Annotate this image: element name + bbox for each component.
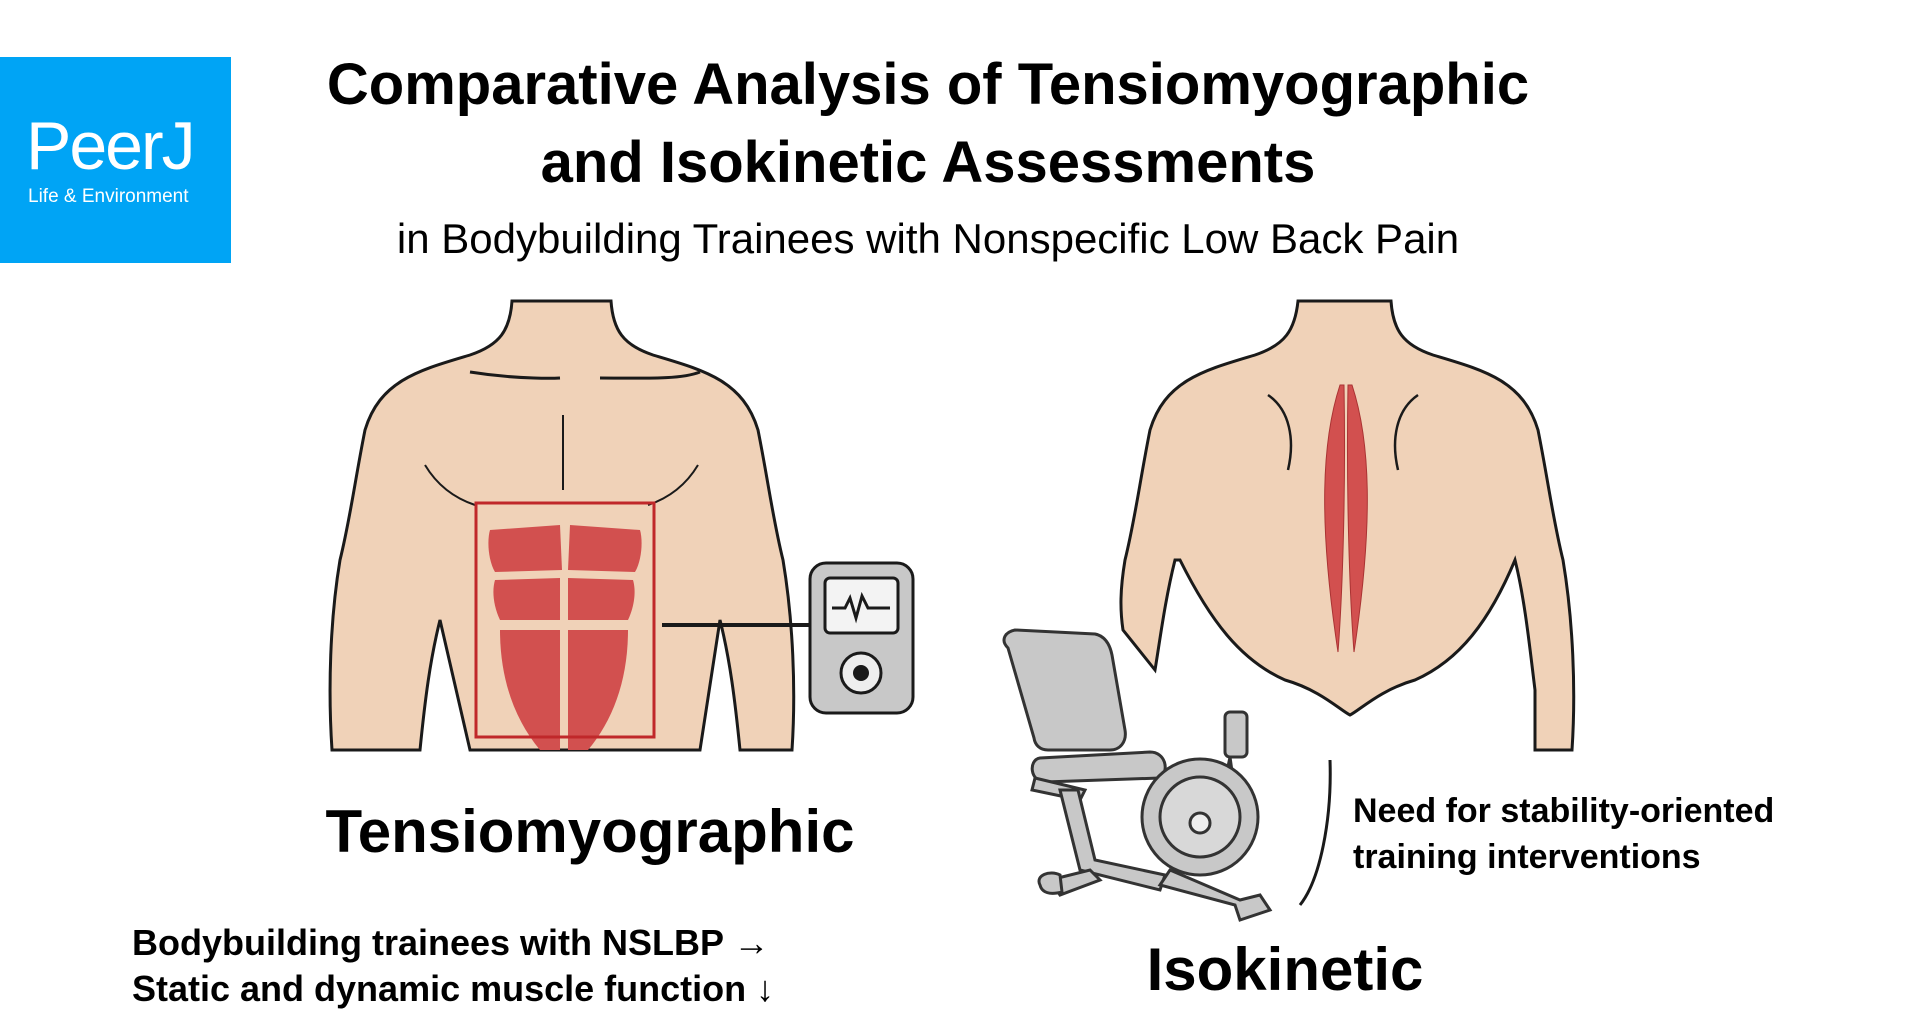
abdominal-muscles-icon	[488, 525, 642, 750]
note-line: Static and dynamic muscle function ↓	[132, 968, 775, 1009]
isokinetic-machine-icon	[1002, 628, 1332, 922]
tensiomyographic-label: Tensiomyographic	[325, 798, 855, 865]
stability-training-note: Need for stability-oriented training int…	[1353, 788, 1774, 880]
title-line-2: and Isokinetic Assessments	[540, 130, 1316, 195]
note-line: training interventions	[1353, 838, 1701, 876]
spinal-erector-muscles-icon	[1324, 384, 1368, 653]
logo-brand: PeerJ	[26, 108, 196, 184]
isokinetic-label: Isokinetic	[1146, 936, 1424, 1003]
back-torso-illustration	[1119, 299, 1576, 752]
front-torso-illustration	[328, 299, 796, 752]
note-line: Need for stability-oriented	[1353, 792, 1775, 830]
logo-subtitle: Life & Environment	[28, 186, 189, 207]
title-line-1: Comparative Analysis of Tensiomyographic	[326, 52, 1530, 117]
tmg-device-icon	[808, 561, 915, 715]
measurement-area-box	[474, 501, 656, 739]
note-line: Bodybuilding trainees with NSLBP →	[132, 922, 770, 963]
nslbp-findings-note: Bodybuilding trainees with NSLBP → Stati…	[132, 920, 774, 1012]
subtitle: in Bodybuilding Trainees with Nonspecifi…	[396, 215, 1460, 262]
peerj-logo: PeerJ Life & Environment	[0, 57, 231, 263]
